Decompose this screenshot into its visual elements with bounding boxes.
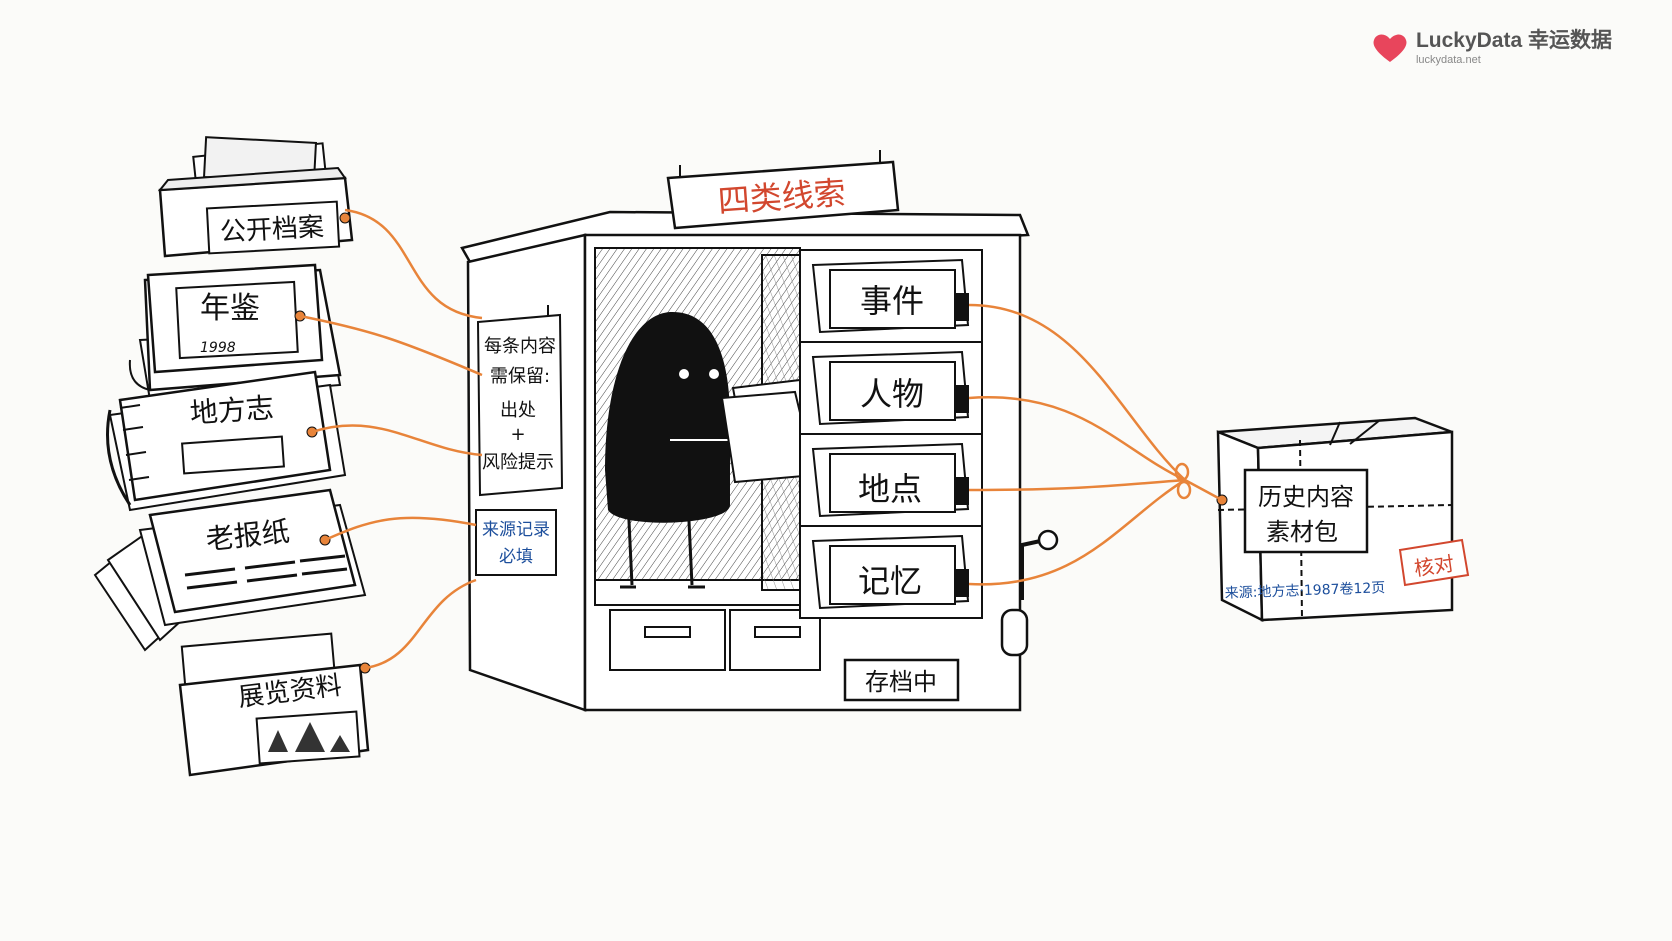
gazetteer-book: 地方志 bbox=[106, 370, 347, 512]
yearbook: 年鉴 1998 bbox=[128, 263, 342, 402]
note-line-3: 出处 bbox=[500, 400, 536, 421]
package-label-line-2: 素材包 bbox=[1266, 518, 1338, 546]
cabinet-note: 每条内容 需保留: 出处 + 风险提示 bbox=[476, 305, 564, 497]
tag-line-2: 必填 bbox=[499, 547, 533, 567]
drawer-people: 人物 bbox=[799, 341, 983, 435]
connection-strings bbox=[299, 208, 1223, 670]
drawer-group: 事件 人物 地点 记忆 bbox=[799, 249, 983, 619]
status-text: 存档中 bbox=[865, 668, 937, 696]
tag-line-1: 来源记录 bbox=[482, 520, 550, 540]
drawer-people-label: 人物 bbox=[860, 375, 924, 413]
brand-logo: LuckyData 幸运数据 luckydata.net bbox=[1372, 30, 1612, 66]
drawer-events-label: 事件 bbox=[860, 282, 924, 320]
package-check-stamp: 核对 bbox=[1413, 551, 1456, 580]
brand-name: LuckyData 幸运数据 bbox=[1415, 29, 1612, 52]
status-plate: 存档中 bbox=[843, 658, 960, 702]
note-line-1: 每条内容 bbox=[484, 336, 556, 357]
brand-url: luckydata.net bbox=[1415, 54, 1481, 66]
package-source-note: 来源:地方志·1987卷12页 bbox=[1224, 580, 1385, 602]
drawer-places-label: 地点 bbox=[858, 470, 922, 508]
cabinet-sign-text: 四类线索 bbox=[717, 174, 847, 221]
material-package: 历史内容 素材包 来源:地方志·1987卷12页 核对 bbox=[1216, 416, 1470, 623]
exhibition-box: 展览资料 bbox=[178, 632, 371, 777]
drawer-memories-label: 记忆 bbox=[858, 562, 922, 600]
drawer-events: 事件 bbox=[799, 249, 983, 343]
source-gazetteer-label: 地方志 bbox=[189, 391, 275, 430]
source-yearbook-year: 1998 bbox=[200, 340, 236, 356]
heart-icon bbox=[1373, 34, 1407, 62]
drawer-places: 地点 bbox=[799, 433, 983, 527]
cabinet-sign: 四类线索 bbox=[666, 150, 900, 230]
source-yearbook-label: 年鉴 bbox=[200, 291, 260, 326]
newspaper-stack: 老报纸 bbox=[93, 488, 367, 652]
note-line-2: 需保留: bbox=[490, 366, 550, 387]
note-line-4: + bbox=[510, 424, 525, 445]
note-line-5: 风险提示 bbox=[482, 452, 554, 473]
archive-box: 公开档案 bbox=[157, 136, 354, 258]
source-required-tag: 来源记录 必填 bbox=[475, 509, 557, 576]
package-label-line-1: 历史内容 bbox=[1258, 483, 1354, 511]
source-archive-label: 公开档案 bbox=[219, 212, 324, 247]
drawer-memories: 记忆 bbox=[799, 525, 983, 619]
